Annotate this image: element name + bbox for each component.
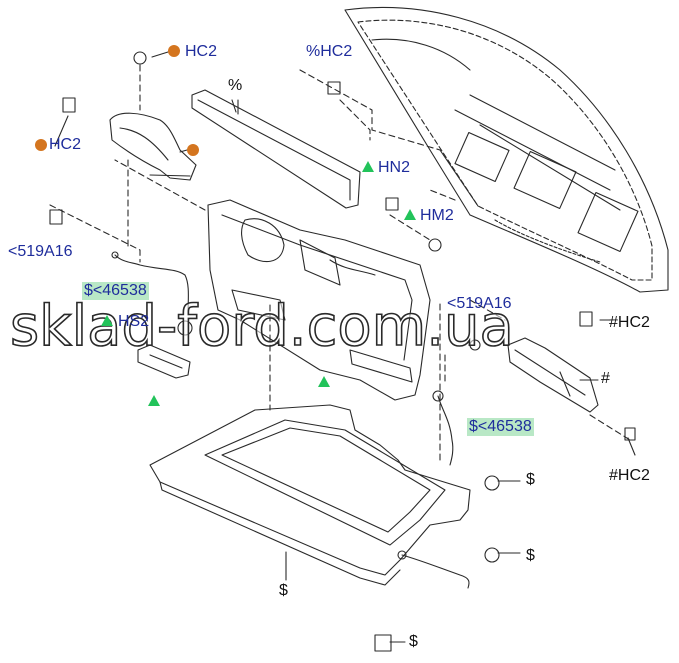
label-hn2: HN2 — [378, 159, 411, 176]
fasteners-and-leaders — [49, 51, 636, 652]
green-marker-bracket — [148, 395, 160, 406]
orange-marker-hc2-left — [35, 139, 47, 151]
label-dollar-1: $ — [526, 471, 535, 488]
label-hc2-top: HC2 — [185, 43, 218, 60]
rear-trim-panel — [207, 199, 431, 401]
orange-marker-hc2-top — [168, 45, 180, 57]
pillar-trim — [109, 112, 197, 181]
liftgate — [344, 6, 669, 293]
green-marker-hn2 — [362, 161, 374, 172]
side-trim-bracket — [507, 337, 599, 413]
label-hm2: HM2 — [420, 207, 454, 224]
label-hs2: HS2 — [118, 313, 150, 330]
label-hash-hc2-bottom: #HC2 — [609, 467, 650, 484]
leader-lines — [49, 64, 631, 461]
green-marker-panel — [318, 376, 330, 387]
label-pct-hc2: %HC2 — [306, 43, 353, 60]
label-519a16-left: <519A16 — [8, 243, 73, 260]
wiring-harnesses — [111, 251, 470, 589]
orange-marker-pillar — [187, 144, 199, 156]
label-pct: % — [228, 77, 243, 94]
small-left-bracket — [137, 344, 191, 379]
label-46538-left: $<46538 — [82, 282, 149, 300]
label-hash-right: # — [601, 370, 610, 387]
label-dollar-4: $ — [409, 633, 418, 650]
label-519a16-right: <519A16 — [447, 295, 512, 312]
label-46538-right: $<46538 — [467, 418, 534, 436]
label-hc2-left: HC2 — [49, 136, 82, 153]
upper-trim-strip — [191, 89, 361, 209]
label-dollar-3: $ — [279, 582, 288, 599]
green-marker-hs2 — [101, 315, 113, 326]
parcel-shelf — [149, 404, 471, 586]
label-hash-hc2-right: #HC2 — [609, 314, 650, 331]
label-dollar-2: $ — [526, 547, 535, 564]
green-marker-hm2 — [404, 209, 416, 220]
watermark: sklad-ford.com.ua — [9, 293, 514, 360]
